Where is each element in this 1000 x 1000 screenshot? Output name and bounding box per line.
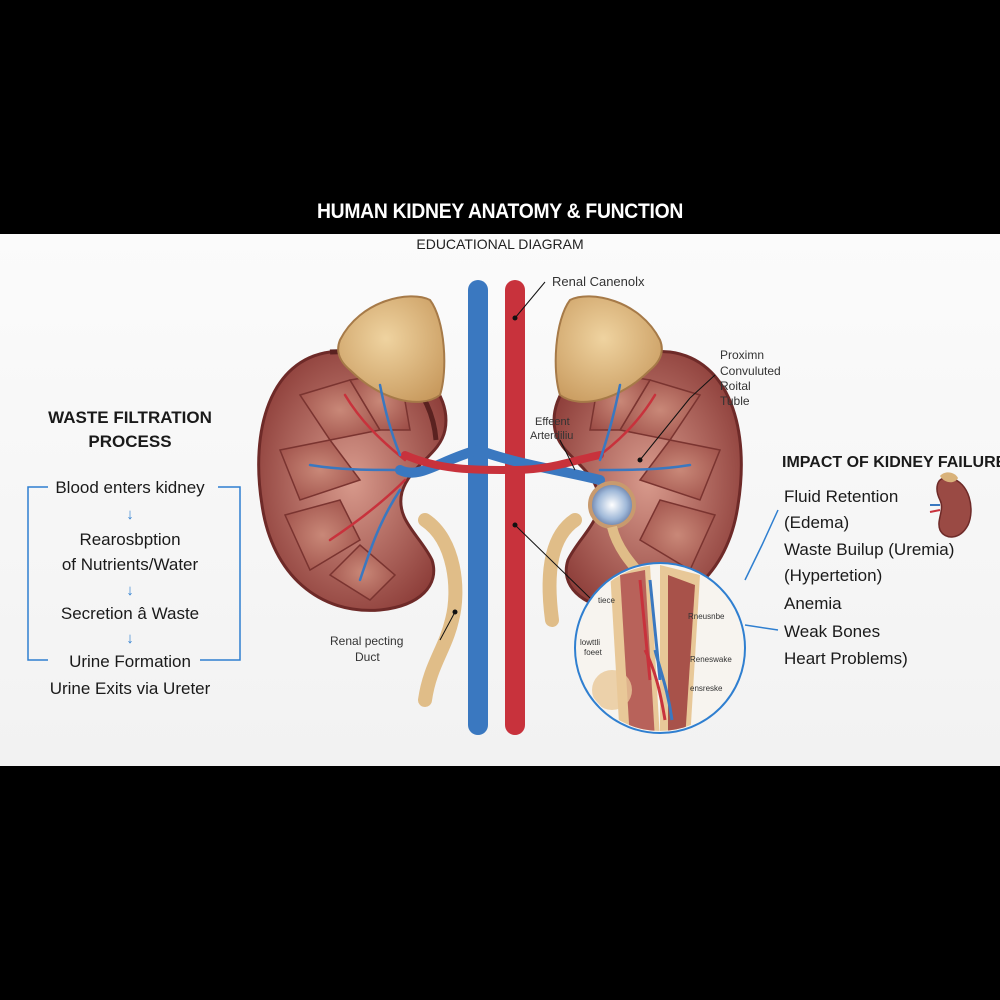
label-collecting-duct: Renal pecting — [330, 634, 404, 648]
label-inset: Rneusnbe — [688, 612, 725, 621]
label-proximal: Convuluted — [720, 364, 781, 378]
failure-item: Anemia — [784, 594, 842, 613]
step-reabsorption: Rearosbption — [79, 530, 181, 549]
right-adrenal-gland — [554, 295, 663, 403]
leader-lines — [439, 281, 716, 641]
label-efferent: Arterdiliu — [530, 430, 574, 442]
label-inset: ensreske — [690, 684, 723, 693]
nephron-inset — [574, 562, 746, 734]
label-renal-corpuscle: Renal Canenolx — [552, 274, 645, 289]
failure-item: (Hypertetion) — [784, 566, 883, 585]
failure-item: Waste Builup (Uremia) — [784, 540, 955, 559]
label-inset: Reneswake — [690, 655, 732, 664]
kidney-failure-heading: IMPACT OF KIDNEY FAILURE — [782, 454, 1000, 471]
page-title: HUMAN KIDNEY ANATOMY & FUNCTION — [316, 200, 684, 223]
step-urine-formation: Urine Formation — [69, 652, 191, 671]
step-blood-enters: Blood enters kidney — [55, 478, 205, 497]
failure-item: Weak Bones — [784, 622, 881, 641]
step-reabsorption-2: of Nutrients/Water — [61, 555, 199, 574]
failure-item: Fluid Retention — [784, 487, 899, 506]
down-arrow-icon: ↓ — [126, 630, 134, 647]
page-subtitle: EDUCATIONAL DIAGRAM — [416, 236, 584, 252]
label-collecting-duct: Duct — [355, 650, 380, 664]
label-efferent: Effeent — [535, 416, 570, 428]
left-ureter — [418, 513, 463, 707]
right-kidney — [552, 349, 743, 612]
kidney-thumbnail-icon — [929, 472, 972, 538]
label-inset: lowttli — [580, 638, 601, 647]
step-secretion: Secretion â Waste — [60, 604, 200, 623]
diagram-panel — [0, 234, 1000, 766]
waste-filtration-heading: WASTE FILTRATION — [48, 408, 212, 427]
label-proximal: Tuble — [720, 394, 750, 408]
step-urine-exits: Urine Exits via Ureter — [49, 679, 211, 698]
right-bracket — [200, 486, 241, 661]
waste-filtration-heading-2: PROCESS — [88, 432, 172, 451]
failure-item: Heart Problems) — [784, 649, 908, 668]
label-inset: foeet — [584, 648, 602, 657]
left-adrenal-gland — [337, 295, 446, 403]
failure-item: (Edema) — [784, 513, 850, 532]
down-arrow-icon: ↓ — [126, 582, 134, 599]
right-ureter — [542, 513, 582, 627]
label-proximal: Proximn — [720, 348, 765, 362]
label-proximal: Roital — [720, 379, 751, 393]
glomerulus — [588, 481, 636, 529]
label-inset: tiece — [598, 596, 615, 605]
left-bracket — [27, 486, 48, 661]
down-arrow-icon: ↓ — [126, 506, 134, 523]
